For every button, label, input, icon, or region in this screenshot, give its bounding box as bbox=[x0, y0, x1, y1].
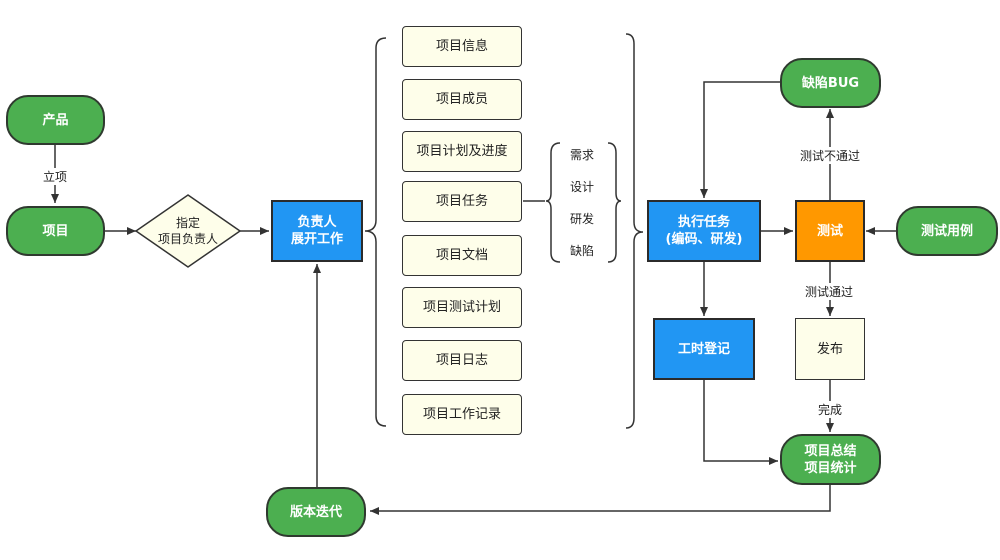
task-type-item: 设计 bbox=[570, 180, 595, 194]
project-item[interactable]: 项目文档 bbox=[402, 235, 522, 276]
bug-node[interactable]: 缺陷BUG bbox=[780, 58, 881, 108]
product-node[interactable]: 产品 bbox=[6, 95, 105, 145]
execute-task-node[interactable]: 执行任务 (编码、研发) bbox=[647, 200, 761, 262]
edge-bug-exec bbox=[700, 81, 780, 198]
project-item[interactable]: 项目任务 bbox=[402, 181, 522, 222]
left-brace bbox=[364, 37, 387, 427]
task-type-item: 研发 bbox=[570, 212, 595, 226]
release-node[interactable]: 发布 bbox=[795, 318, 865, 380]
owner-node[interactable]: 负责人 展开工作 bbox=[271, 200, 363, 262]
version-iteration-node[interactable]: 版本迭代 bbox=[266, 487, 366, 537]
summary-node[interactable]: 项目总结 项目统计 bbox=[780, 434, 881, 485]
project-node[interactable]: 项目 bbox=[6, 206, 105, 256]
small-left-paren bbox=[545, 142, 561, 263]
project-item[interactable]: 项目成员 bbox=[402, 79, 522, 120]
project-item[interactable]: 项目日志 bbox=[402, 340, 522, 381]
test-case-node[interactable]: 测试用例 bbox=[896, 206, 998, 256]
small-right-paren bbox=[607, 142, 622, 263]
edge-hours-summary bbox=[703, 380, 778, 465]
project-item[interactable]: 项目工作记录 bbox=[402, 394, 522, 435]
test-pass-label: 测试通过 bbox=[803, 283, 856, 300]
test-node[interactable]: 测试 bbox=[795, 200, 865, 262]
task-type-item: 需求 bbox=[570, 148, 595, 162]
project-item[interactable]: 项目信息 bbox=[402, 26, 522, 67]
work-hours-node[interactable]: 工时登记 bbox=[653, 318, 755, 380]
test-fail-label: 测试不通过 bbox=[798, 147, 863, 164]
task-type-item: 缺陷 bbox=[570, 244, 595, 258]
approve-label: 立项 bbox=[41, 168, 70, 185]
project-item[interactable]: 项目测试计划 bbox=[402, 287, 522, 328]
edge-summary-iter bbox=[370, 485, 831, 515]
assign-diamond bbox=[134, 194, 242, 268]
done-label: 完成 bbox=[816, 401, 845, 418]
assign-node-label[interactable]: 指定 项目负责人 bbox=[157, 216, 218, 246]
right-brace bbox=[625, 33, 644, 429]
project-item[interactable]: 项目计划及进度 bbox=[402, 131, 522, 172]
